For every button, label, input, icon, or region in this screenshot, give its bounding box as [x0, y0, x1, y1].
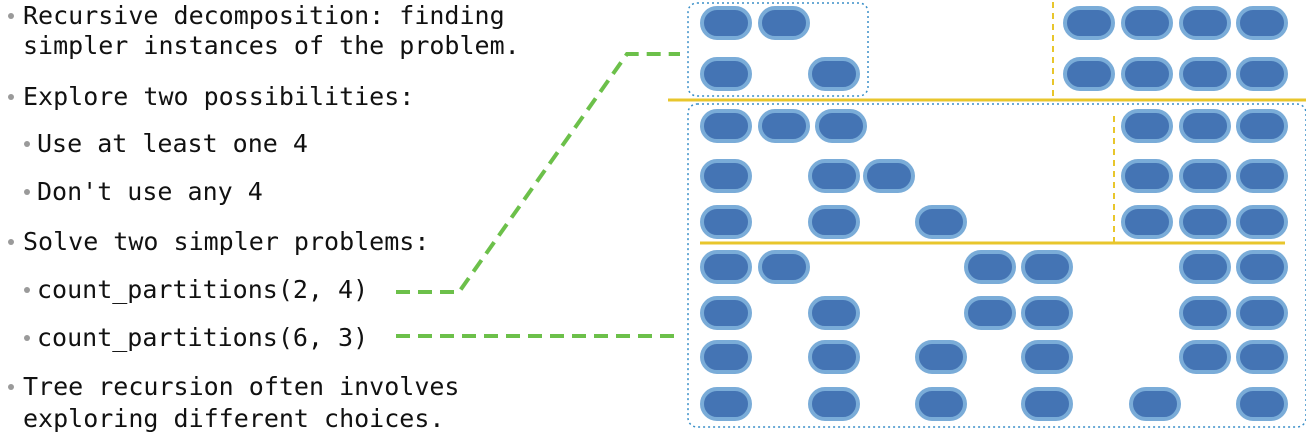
partition-token: [700, 159, 752, 193]
partition-token: [700, 6, 752, 40]
partition-token: [1179, 159, 1231, 193]
partition-token: [1179, 250, 1231, 284]
partition-token: [1021, 387, 1073, 421]
partition-token: [700, 109, 752, 143]
partition-token: [1021, 340, 1073, 374]
sub-bullet-dot: [24, 287, 30, 293]
bullet-dot: [8, 384, 14, 390]
partition-token: [808, 57, 860, 91]
sub-bullet-dot: [24, 141, 30, 147]
bullet-text: Solve two simpler problems:: [23, 227, 430, 256]
group-box-count-partitions-6-3: [687, 103, 1306, 428]
partition-token: [700, 387, 752, 421]
partition-token: [1179, 6, 1231, 40]
bullet-text: Explore two possibilities:: [23, 82, 415, 111]
partition-token: [1236, 109, 1288, 143]
partition-token: [758, 109, 810, 143]
partition-token: [815, 109, 867, 143]
sub-bullet-text: count_partitions(6, 3): [37, 323, 369, 352]
partition-token: [808, 296, 860, 330]
partition-token: [1063, 57, 1115, 91]
partition-token: [1129, 387, 1181, 421]
bullet-text: Tree recursion often involves: [23, 372, 460, 401]
partition-token: [808, 159, 860, 193]
partition-token: [964, 250, 1016, 284]
bullet-text: simpler instances of the problem.: [23, 31, 520, 60]
connector-count-partitions-2-4: [396, 52, 680, 294]
partition-token: [808, 205, 860, 239]
bullet-dot: [8, 13, 14, 19]
partition-token: [1063, 6, 1115, 40]
partition-token: [1021, 250, 1073, 284]
partition-token: [1236, 6, 1288, 40]
partition-token: [1021, 296, 1073, 330]
partition-token: [700, 57, 752, 91]
partition-token: [758, 250, 810, 284]
partition-token: [915, 340, 967, 374]
partition-token: [1236, 296, 1288, 330]
partition-token: [1121, 109, 1173, 143]
partition-token: [1121, 6, 1173, 40]
partition-token: [915, 205, 967, 239]
sub-bullet-text: count_partitions(2, 4): [37, 275, 369, 304]
partition-token: [1121, 57, 1173, 91]
partition-token: [1121, 205, 1173, 239]
partition-token: [700, 205, 752, 239]
partition-token: [1236, 387, 1288, 421]
bullet-dot: [8, 94, 14, 100]
partition-token: [700, 250, 752, 284]
partition-token: [808, 387, 860, 421]
partition-token: [1179, 205, 1231, 239]
partition-token: [808, 340, 860, 374]
partition-token: [1236, 159, 1288, 193]
sub-bullet-dot: [24, 189, 30, 195]
partition-token: [700, 296, 752, 330]
bullet-text: Recursive decomposition: finding: [23, 1, 505, 30]
partition-token: [1179, 340, 1231, 374]
partition-token: [1236, 340, 1288, 374]
sub-bullet-text: Use at least one 4: [37, 129, 308, 158]
partition-token: [1236, 57, 1288, 91]
partition-tokens: [700, 6, 1288, 421]
sub-bullet-dot: [24, 335, 30, 341]
bullet-dot: [8, 239, 14, 245]
partition-token: [863, 159, 915, 193]
partition-token: [1179, 57, 1231, 91]
partition-token: [915, 387, 967, 421]
partition-token: [1179, 296, 1231, 330]
partition-token: [758, 6, 810, 40]
partition-token: [1236, 205, 1288, 239]
partition-token: [964, 296, 1016, 330]
group-box-count-partitions-2-4: [687, 2, 869, 97]
sub-bullet-text: Don't use any 4: [37, 177, 263, 206]
partition-token: [1121, 159, 1173, 193]
partition-token: [700, 340, 752, 374]
bullet-list: Recursive decomposition: finding simpler…: [8, 1, 520, 433]
partition-token: [1179, 109, 1231, 143]
bullet-text: exploring different choices.: [23, 404, 445, 433]
partition-token: [1236, 250, 1288, 284]
